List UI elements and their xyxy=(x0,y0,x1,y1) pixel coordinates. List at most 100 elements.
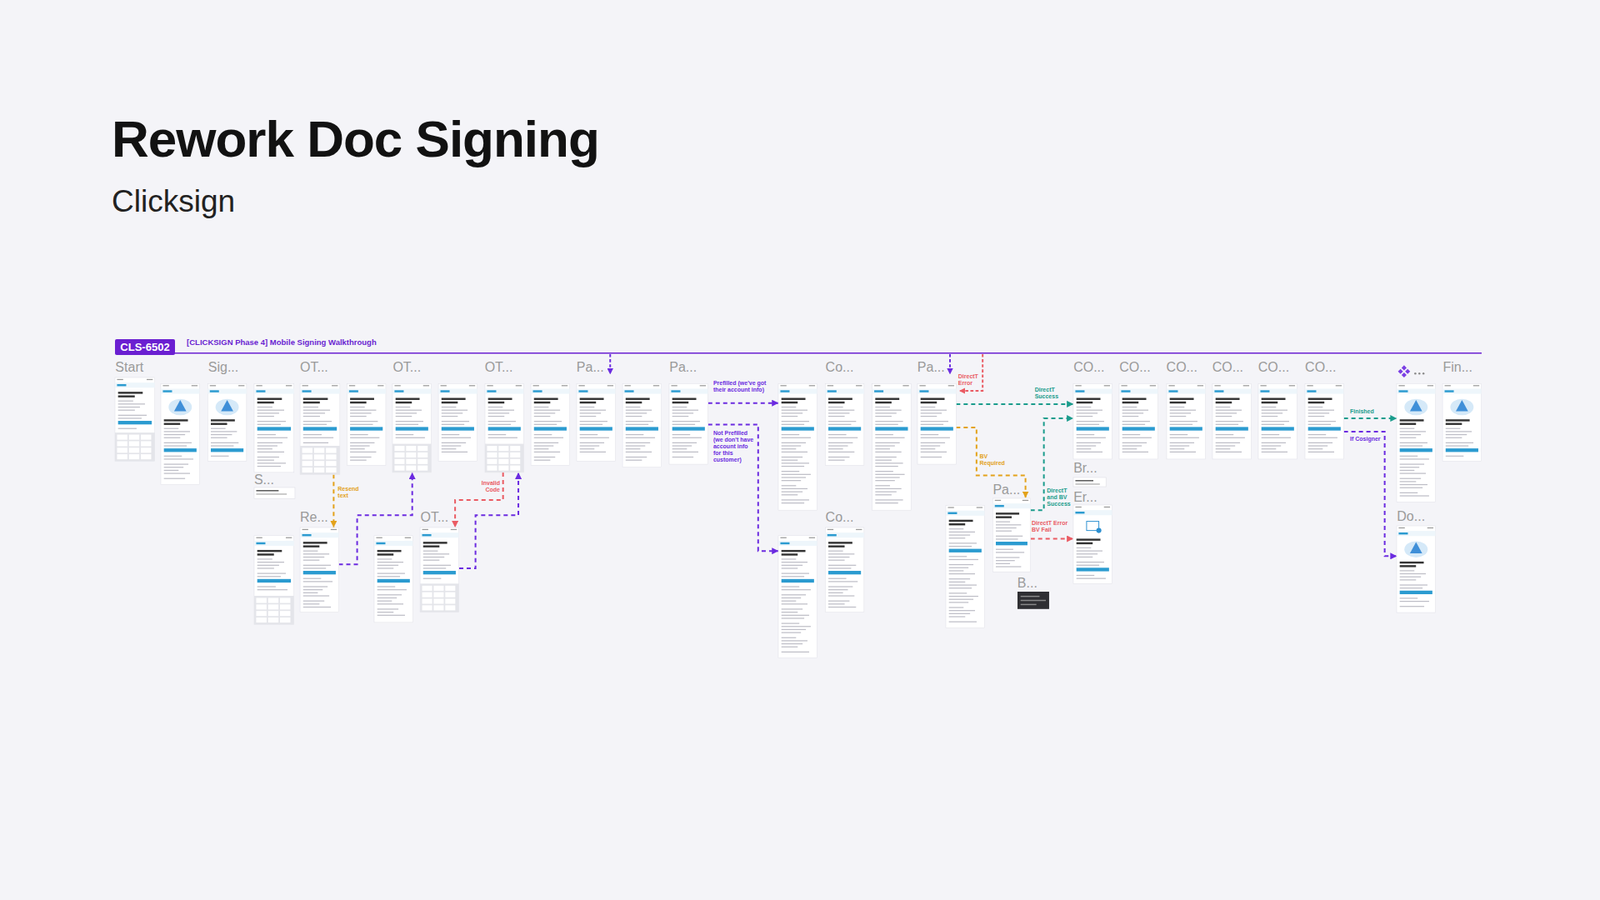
text-line xyxy=(1308,410,1335,411)
text-line xyxy=(533,437,563,439)
text-line xyxy=(949,555,968,557)
text-line xyxy=(781,465,805,467)
text-line xyxy=(210,442,239,444)
key xyxy=(498,445,509,451)
key xyxy=(140,440,151,446)
text-line xyxy=(1400,458,1430,460)
text-line xyxy=(377,561,404,563)
text-line xyxy=(672,415,690,417)
phone-screen xyxy=(825,527,865,613)
phone-screen xyxy=(346,383,386,465)
text-line xyxy=(781,585,800,587)
status-bar xyxy=(331,385,338,386)
text-line xyxy=(1215,445,1235,446)
text-line xyxy=(828,442,853,444)
app-logo xyxy=(440,390,450,392)
text-line xyxy=(625,456,647,458)
text-line xyxy=(377,603,404,605)
text-line xyxy=(781,456,803,458)
screen-heading xyxy=(1076,398,1101,400)
status-bar xyxy=(395,385,401,386)
text-line xyxy=(995,556,1020,558)
text-line xyxy=(875,502,899,504)
screen-body xyxy=(1166,383,1206,460)
frame-name: B... xyxy=(1017,575,1038,591)
text-line xyxy=(580,445,600,446)
status-bar xyxy=(903,385,910,386)
text-line xyxy=(920,448,935,450)
text-line xyxy=(1122,442,1147,444)
screen-heading xyxy=(377,550,402,552)
text-line xyxy=(257,442,283,444)
app-header xyxy=(1396,389,1436,395)
text-line xyxy=(257,575,281,577)
text-line xyxy=(580,448,595,450)
screen-button xyxy=(920,426,953,430)
text-line xyxy=(781,625,811,627)
text-line xyxy=(781,437,811,439)
screen-button xyxy=(350,426,383,430)
screen-heading xyxy=(1400,560,1425,563)
text-line xyxy=(949,587,972,589)
text-line xyxy=(164,478,185,480)
status-bar xyxy=(301,385,308,386)
text-line xyxy=(423,550,439,552)
screen-body xyxy=(208,383,248,461)
text-line xyxy=(781,629,806,630)
text-line xyxy=(875,442,900,444)
text-line xyxy=(441,412,463,414)
text-line xyxy=(781,589,811,590)
screen-heading xyxy=(580,401,597,404)
screen-heading xyxy=(781,401,799,404)
text-line xyxy=(1020,595,1040,597)
app-header xyxy=(1166,389,1206,395)
text-line xyxy=(949,580,966,582)
key xyxy=(445,585,456,591)
screen-heading xyxy=(949,523,966,525)
text-line xyxy=(781,420,810,422)
app-header xyxy=(374,540,414,546)
text-line xyxy=(920,456,941,458)
app-header xyxy=(1212,389,1252,395)
text-line xyxy=(257,406,273,408)
text-line xyxy=(875,448,891,450)
app-logo xyxy=(422,534,432,536)
screen-mockups xyxy=(778,377,911,510)
text-line xyxy=(1400,575,1421,577)
status-bar xyxy=(255,537,262,539)
text-line xyxy=(580,424,603,425)
app-header xyxy=(778,540,818,546)
status-bar xyxy=(423,385,430,386)
text-line xyxy=(828,460,845,461)
text-line xyxy=(487,437,517,439)
text-line xyxy=(781,594,806,595)
text-line xyxy=(1076,437,1106,439)
text-line xyxy=(303,580,333,582)
illustration xyxy=(1455,400,1469,411)
screen-button xyxy=(303,426,337,430)
frame-name: Br... xyxy=(1073,460,1097,476)
key xyxy=(422,599,433,605)
screen-body xyxy=(778,535,818,659)
screen-heading xyxy=(1400,565,1417,567)
key xyxy=(395,452,405,458)
text-line xyxy=(487,412,509,414)
phone-screen xyxy=(872,383,912,510)
connector-label: DirectT and BV Success xyxy=(1046,487,1071,508)
text-line xyxy=(781,485,797,486)
text-line xyxy=(995,520,1010,522)
text-line xyxy=(377,575,400,577)
text-line xyxy=(1445,428,1461,430)
text-line xyxy=(164,455,183,457)
key xyxy=(434,592,445,598)
text-line xyxy=(257,565,280,566)
screen-heading xyxy=(257,401,275,404)
text-line xyxy=(949,537,966,539)
key xyxy=(325,454,336,460)
text-line xyxy=(781,442,806,444)
phone-screen xyxy=(208,383,248,461)
status-bar xyxy=(809,385,815,386)
flow-connector xyxy=(1030,418,1074,510)
text-line xyxy=(920,424,943,425)
